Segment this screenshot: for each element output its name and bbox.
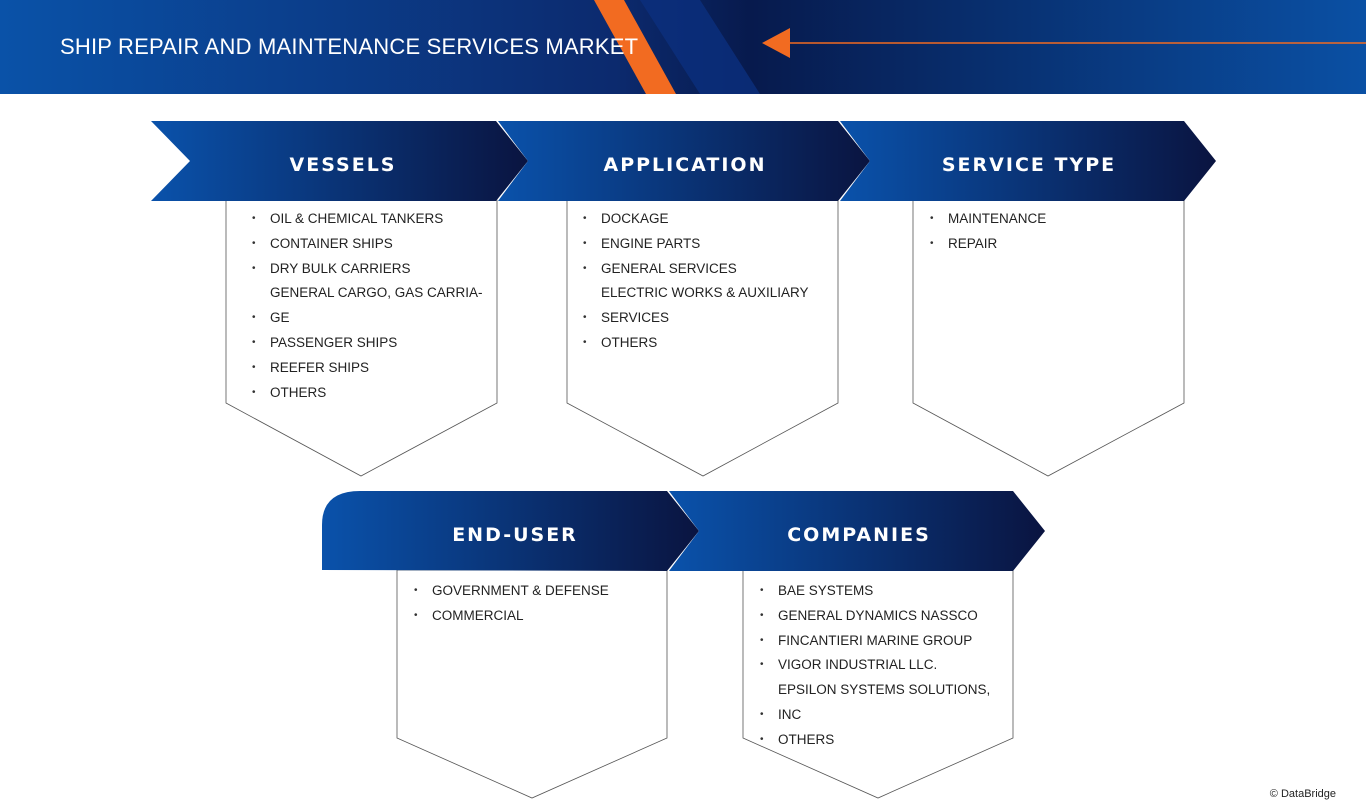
list-item-label: CONTAINER SHIPS <box>270 235 393 251</box>
orange-stripe <box>594 0 676 94</box>
list-item-label: EPSILON SYSTEMS SOLUTIONS, <box>778 682 991 698</box>
page-title: SHIP REPAIR AND MAINTENANCE SERVICES MAR… <box>60 34 639 59</box>
list-item-label: GENERAL DYNAMICS NASSCO <box>778 607 978 623</box>
header-banner: SHIP REPAIR AND MAINTENANCE SERVICES MAR… <box>0 0 1366 94</box>
list-item: • FINCANTIERI MARINE GROUP <box>760 629 1008 654</box>
list-item-label: OTHERS <box>601 334 658 350</box>
bullet-icon: • <box>252 312 256 324</box>
list-item: GENERAL CARGO, GAS CARRIA- <box>270 281 490 306</box>
vessels-band <box>151 121 528 201</box>
bullet-icon: • <box>414 585 418 596</box>
list-item: • VIGOR INDUSTRIAL LLC. <box>760 653 1008 678</box>
bullet-icon: • <box>760 708 764 720</box>
list-item-label: SERVICES <box>601 310 670 326</box>
list-item-label: GENERAL SERVICES <box>601 260 737 276</box>
list-item-label: ELECTRIC WORKS & AUXILIARY <box>601 285 809 301</box>
copyright-notice: © DataBridge <box>1269 788 1336 800</box>
list-item-label: OTHERS <box>270 384 327 400</box>
list-item: • DRY BULK CARRIERS <box>252 257 490 282</box>
bullet-icon: • <box>583 262 587 274</box>
companies-title: COMPANIES <box>787 524 931 546</box>
list-item-label: COMMERCIAL <box>432 607 524 623</box>
list-item: • BAE SYSTEMS <box>760 579 1008 604</box>
list-item: • GENERAL DYNAMICS NASSCO <box>760 604 1008 629</box>
application-band <box>498 121 870 201</box>
list-item: • GOVERNMENT & DEFENSE <box>414 579 662 604</box>
list-item: EPSILON SYSTEMS SOLUTIONS, <box>778 678 1008 703</box>
vessels-title: VESSELS <box>290 154 397 176</box>
list-item: • OTHERS <box>252 381 490 406</box>
list-item-label: DRY BULK CARRIERS <box>270 260 411 276</box>
list-item: • OTHERS <box>583 331 831 356</box>
list-item: • GE <box>252 306 490 331</box>
list-item-label: OTHERS <box>778 731 835 747</box>
bullet-icon: • <box>930 237 934 249</box>
bullet-icon: • <box>760 609 764 621</box>
list-item: • GENERAL SERVICES <box>583 257 831 282</box>
service-type-band <box>840 121 1216 201</box>
bullet-icon: • <box>583 312 587 324</box>
list-item: • MAINTENANCE <box>930 207 1178 232</box>
bullet-icon: • <box>252 237 256 249</box>
bullet-icon: • <box>760 634 764 646</box>
arrow-left-icon <box>762 28 790 58</box>
companies-band <box>669 491 1045 571</box>
vessels-list: •OIL & CHEMICAL TANKERS•CONTAINER SHIPS•… <box>252 207 490 406</box>
list-item-label: OIL & CHEMICAL TANKERS <box>270 211 444 226</box>
bullet-icon: • <box>414 609 418 621</box>
list-item: ELECTRIC WORKS & AUXILIARY <box>601 281 831 306</box>
bullet-icon: • <box>252 336 256 348</box>
list-item: • PASSENGER SHIPS <box>252 331 490 356</box>
end-user-list: • GOVERNMENT & DEFENSE • COMMERCIAL <box>414 579 662 629</box>
list-item: • SERVICES <box>583 306 831 331</box>
companies-list: • BAE SYSTEMS • GENERAL DYNAMICS NASSCO • FIN… <box>760 579 1008 753</box>
list-item-label: GOVERNMENT & DEFENSE <box>432 583 609 598</box>
bullet-icon: • <box>760 585 764 596</box>
bullet-icon: • <box>583 237 587 249</box>
application-list: • DOCKAGE • ENGINE PARTS • GENERAL SERVICES EL… <box>583 207 831 356</box>
list-item: • REPAIR <box>930 232 1178 257</box>
list-item-label: GENERAL CARGO, GAS CARRIA- <box>270 285 483 301</box>
list-item-label: REPAIR <box>948 235 998 251</box>
list-item: • OTHERS <box>760 728 1008 753</box>
bullet-icon: • <box>583 336 587 348</box>
list-item-label: FINCANTIERI MARINE GROUP <box>778 632 973 648</box>
service-type-list: • MAINTENANCE • REPAIR <box>930 207 1178 257</box>
list-item-label: GE <box>270 310 290 326</box>
bullet-icon: • <box>760 733 764 745</box>
list-item-label: PASSENGER SHIPS <box>270 334 398 350</box>
end-user-title: END-USER <box>452 524 578 546</box>
list-item-label: DOCKAGE <box>601 211 669 226</box>
list-item: • REEFER SHIPS <box>252 356 490 381</box>
bullet-icon: • <box>252 262 256 274</box>
bullet-icon: • <box>583 213 587 224</box>
list-item: • INC <box>760 703 1008 728</box>
bullet-icon: • <box>252 361 256 373</box>
service-type-title: SERVICE TYPE <box>942 154 1116 176</box>
list-item: • CONTAINER SHIPS <box>252 232 490 257</box>
list-item-label: ENGINE PARTS <box>601 235 701 251</box>
end-user-band <box>322 491 699 571</box>
bullet-icon: • <box>252 213 256 224</box>
bullet-icon: • <box>930 213 934 224</box>
application-title: APPLICATION <box>604 154 767 176</box>
bullet-icon: • <box>252 386 256 398</box>
list-item-label: BAE SYSTEMS <box>778 583 874 598</box>
list-item-label: REEFER SHIPS <box>270 359 370 375</box>
header-background <box>0 0 1366 94</box>
list-item-label: INC <box>778 706 802 722</box>
list-item: • ENGINE PARTS <box>583 232 831 257</box>
list-item: • OIL & CHEMICAL TANKERS <box>252 207 490 232</box>
list-item-label: VIGOR INDUSTRIAL LLC. <box>778 657 938 673</box>
list-item-label: MAINTENANCE <box>948 211 1047 226</box>
list-item: • COMMERCIAL <box>414 604 662 629</box>
bullet-icon: • <box>760 659 764 671</box>
list-item: • DOCKAGE <box>583 207 831 232</box>
